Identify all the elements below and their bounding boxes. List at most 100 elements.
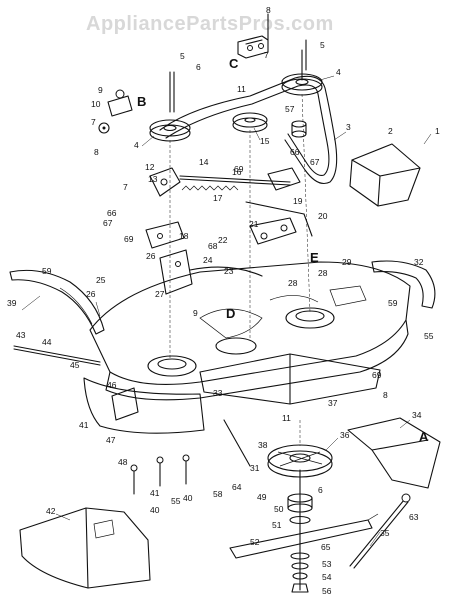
callout-26: 26 [86, 289, 96, 299]
callout-57: 57 [285, 104, 295, 114]
spindle-boss-center [215, 337, 257, 355]
pulley-right-4 [281, 49, 323, 96]
callout-58: 58 [213, 489, 223, 499]
callout-20: 20 [318, 211, 328, 221]
nut-56 [291, 583, 309, 593]
section-letter-c: C [229, 56, 239, 71]
callout-40: 40 [150, 505, 160, 515]
callout-47: 47 [106, 435, 116, 445]
callout-8: 8 [266, 5, 271, 15]
callout-17: 17 [213, 193, 223, 203]
front-skirt-48 [83, 377, 205, 434]
watermark: AppliancePartsPros.com [86, 13, 334, 35]
callout-24: 24 [203, 255, 213, 265]
callout-51: 51 [272, 520, 282, 530]
callout-55: 55 [171, 496, 181, 506]
callout-40: 40 [183, 493, 193, 503]
callout-16: 16 [232, 167, 242, 177]
bracket-24 [159, 249, 193, 295]
bracket-b [107, 89, 133, 117]
callout-67: 67 [310, 157, 320, 167]
idler-arm-69 [149, 167, 181, 197]
callout-7: 7 [91, 117, 96, 127]
callout-50: 50 [274, 504, 284, 514]
callout-44: 44 [42, 337, 52, 347]
callout-67: 67 [103, 218, 113, 228]
callout-6: 6 [196, 62, 201, 72]
section-letter-d: D [226, 306, 235, 321]
callout-41: 41 [79, 420, 89, 430]
spindle-housing-50 [287, 493, 313, 513]
callout-66: 66 [107, 208, 117, 218]
drive-belt [159, 75, 338, 185]
callout-35: 35 [380, 528, 390, 538]
bracket-47 [111, 387, 139, 421]
section-letter-b: B [137, 94, 146, 109]
callout-28: 28 [288, 278, 298, 288]
callout-69: 69 [234, 164, 244, 174]
washer-65 [290, 552, 310, 560]
lockwasher-54 [292, 572, 308, 580]
hanger-39 [9, 269, 105, 335]
callout-25: 25 [96, 275, 106, 285]
callout-69: 69 [124, 234, 134, 244]
spring-17 [181, 185, 239, 191]
callout-46: 46 [107, 380, 117, 390]
callout-labels: 1 2 3 4 4 5 5 6 6 7 7 7 8 8 8 9 9 10 11 … [7, 5, 440, 596]
baffle-37 [199, 353, 381, 405]
callout-69: 69 [372, 370, 382, 380]
washer-53 [291, 562, 309, 570]
callout-66: 66 [290, 147, 300, 157]
callout-4: 4 [336, 67, 341, 77]
callout-38: 38 [258, 440, 268, 450]
callout-9: 9 [193, 308, 198, 318]
callout-45: 45 [70, 360, 80, 370]
callout-27: 27 [155, 289, 165, 299]
callout-36: 36 [340, 430, 350, 440]
rod-44 [13, 345, 101, 363]
callout-5: 5 [320, 40, 325, 50]
callout-14: 14 [199, 157, 209, 167]
callout-37: 37 [328, 398, 338, 408]
callout-29: 29 [342, 257, 352, 267]
callout-7: 7 [123, 182, 128, 192]
callout-31: 31 [250, 463, 260, 473]
callout-4: 4 [134, 140, 139, 150]
callout-68: 68 [208, 241, 218, 251]
callout-59: 59 [388, 298, 398, 308]
callout-9: 9 [98, 85, 103, 95]
callout-18: 18 [179, 231, 189, 241]
callout-65: 65 [321, 542, 331, 552]
callout-2: 2 [388, 126, 393, 136]
callout-15: 15 [260, 136, 270, 146]
leader-lines [169, 93, 311, 446]
callout-19: 19 [293, 196, 303, 206]
bolt-set-lower [130, 419, 251, 495]
callout-34: 34 [412, 410, 422, 420]
callout-21: 21 [249, 219, 259, 229]
washer-51 [289, 515, 311, 525]
callout-leaders [21, 75, 432, 547]
callout-43: 43 [16, 330, 26, 340]
callout-5: 5 [180, 51, 185, 61]
callout-23: 23 [224, 266, 234, 276]
bracket-69-right [267, 167, 301, 191]
callout-7: 7 [264, 50, 269, 60]
spacer-57 [291, 120, 307, 138]
belt-guard-2 [349, 143, 421, 207]
callout-33: 33 [213, 388, 223, 398]
idler-pulley-15 [232, 112, 268, 133]
callout-59: 59 [42, 266, 52, 276]
callout-53: 53 [322, 559, 332, 569]
callout-42: 42 [46, 506, 56, 516]
bracket-18 [145, 221, 185, 249]
callout-52: 52 [250, 537, 260, 547]
callout-64: 64 [232, 482, 242, 492]
lift-rod-19 [245, 201, 313, 237]
callout-8: 8 [94, 147, 99, 157]
callout-13: 13 [148, 174, 158, 184]
idler-bracket-c [237, 13, 269, 59]
callout-12: 12 [145, 162, 155, 172]
